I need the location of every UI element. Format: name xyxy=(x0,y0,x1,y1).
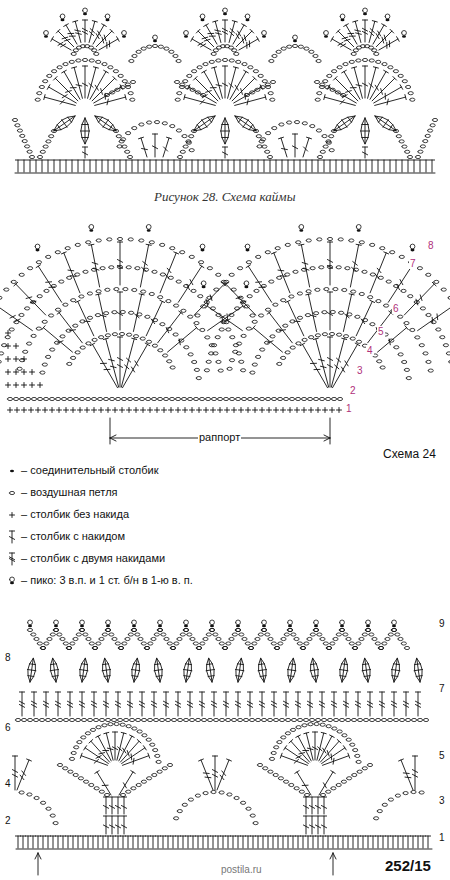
legend-text: – столбик с двумя накидами xyxy=(20,552,166,565)
legend-text: – столбик с накидом xyxy=(20,530,126,543)
pattern-number: 252/15 xyxy=(384,857,432,875)
stitch-symbols xyxy=(0,20,450,875)
slip-stitch-symbols xyxy=(0,13,450,628)
row-number: 6 xyxy=(4,722,12,733)
row-number: 3 xyxy=(438,795,446,806)
row-number: 1 xyxy=(438,832,446,843)
row-number: 2 xyxy=(4,815,12,826)
row-number: 3 xyxy=(356,365,364,376)
legend-text: – воздушная петля xyxy=(20,486,119,499)
row-number: 4 xyxy=(366,345,374,356)
legend-text: – соединительный столбик xyxy=(20,464,160,477)
row-number: 4 xyxy=(4,778,12,789)
row-number: 1 xyxy=(345,403,353,414)
row-number: 7 xyxy=(438,683,446,694)
watermark: postila.ru xyxy=(220,864,263,876)
row-number: 8 xyxy=(4,652,12,663)
row-number: 9 xyxy=(438,618,446,629)
row-number: 6 xyxy=(392,303,400,314)
figure-caption: Рисунок 28. Схема каймы xyxy=(153,189,296,205)
row-number: 5 xyxy=(438,750,446,761)
legend-text: – столбик без накида xyxy=(20,508,130,521)
repeat-label: раппорт xyxy=(198,431,241,444)
chain-symbols xyxy=(0,8,450,825)
legend-text: – пико: 3 в.п. и 1 ст. б/н в 1-ю в. п. xyxy=(20,574,194,587)
chart-title: Схема 24 xyxy=(382,447,437,461)
row-number: 8 xyxy=(427,240,435,251)
row-number: 7 xyxy=(409,258,417,269)
row-number: 5 xyxy=(377,326,385,337)
row-number: 2 xyxy=(349,385,357,396)
